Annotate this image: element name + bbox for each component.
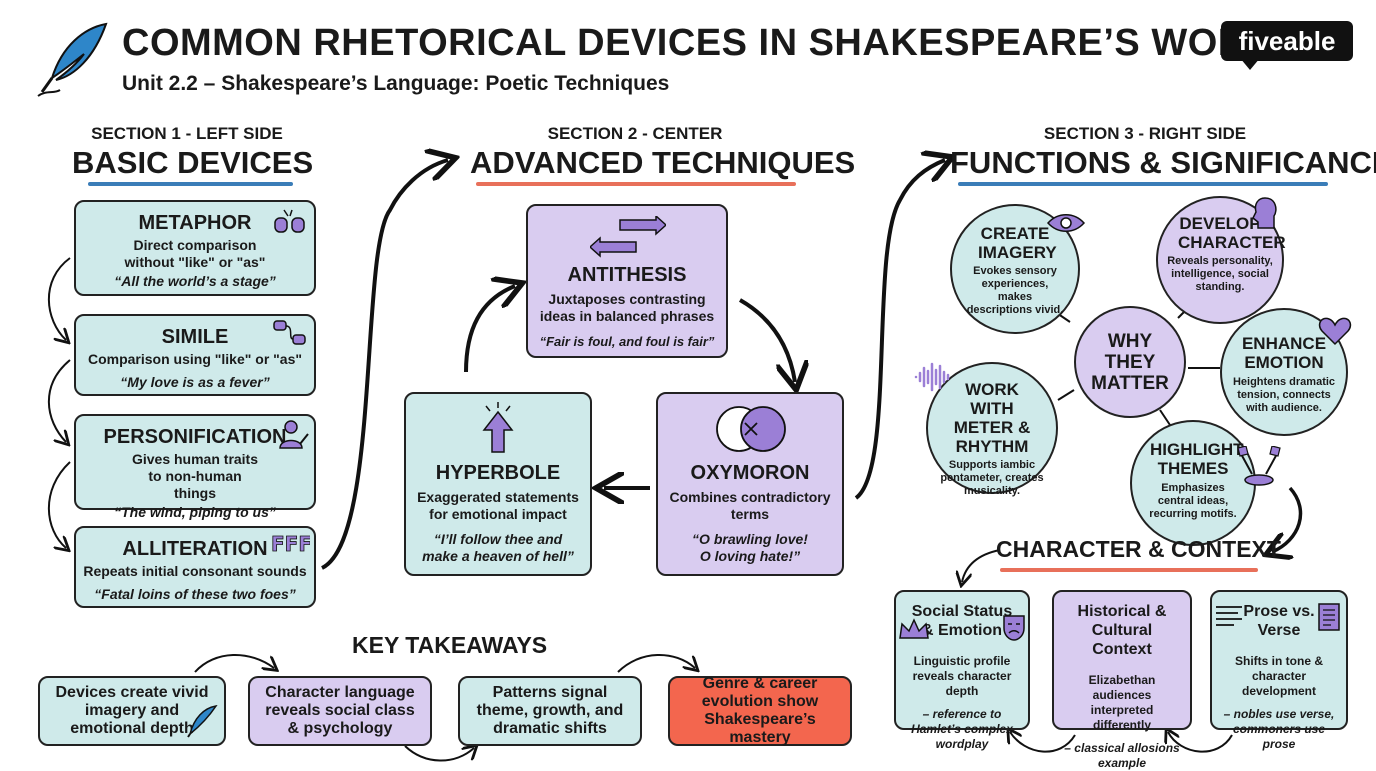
person-pen-icon (279, 420, 309, 449)
device-desc: Direct comparison without "like" or "as" (124, 237, 266, 270)
technique-quote: “Fair is foul, and foul is fair” (539, 334, 715, 349)
context-desc: Linguistic profile reveals character dep… (912, 654, 1012, 698)
takeaway-text: Character language reveals social class … (265, 684, 415, 737)
device-quote: “My love is as a fever” (120, 374, 270, 390)
technique-desc: Juxtaposes contrasting ideas in balanced… (539, 291, 715, 324)
function-name: ENHANCE EMOTION (1241, 334, 1327, 372)
page-subtitle: Unit 2.2 – Shakespeare’s Language: Poeti… (122, 72, 670, 95)
device-desc: Repeats initial consonant sounds (83, 563, 307, 579)
context-card-social-status: Social Status & Emotion Linguistic profi… (894, 590, 1030, 751)
function-highlight-themes: HIGHLIGHT THEMES Emphasizes central idea… (1130, 420, 1256, 546)
takeaway-text: Genre & career evolution show Shakespear… (701, 675, 819, 746)
takeaway-card-3: Patterns signal theme, growth, and drama… (458, 676, 642, 746)
technique-name: OXYMORON (690, 462, 810, 484)
takeaway-text: Devices create vivid imagery and emotion… (55, 684, 209, 737)
boxing-gloves-icon (274, 209, 305, 233)
fff-letters-icon: FFF (271, 532, 310, 556)
quill-icon (37, 22, 108, 97)
device-quote: “The wind, piping to us” (114, 504, 276, 520)
context-card-historical: Historical & Cultural Context Elizabetha… (1052, 590, 1192, 770)
function-enhance-emotion: ENHANCE EMOTION Heightens dramatic tensi… (1220, 308, 1348, 436)
technique-quote-line2: make a heaven of hell” (422, 548, 574, 564)
technique-quote-line1: “O brawling love! (692, 531, 808, 547)
context-underline (1000, 568, 1258, 572)
function-desc: Emphasizes central ideas, recurring moti… (1149, 482, 1237, 520)
section2-heading: ADVANCED TECHNIQUES (470, 145, 856, 180)
up-arrow-icon (482, 402, 514, 453)
feather-icon (187, 704, 218, 738)
page-title: COMMON RHETORICAL DEVICES IN SHAKESPEARE… (122, 22, 1300, 64)
function-desc: Reveals personality, intelligence, socia… (1167, 255, 1273, 293)
context-title: Prose vs. Verse (1243, 603, 1315, 639)
device-name: PERSONIFICATION (103, 426, 287, 448)
function-desc: Heightens dramatic tension, connects wit… (1232, 376, 1336, 414)
context-quote: – classical allosions example (1064, 741, 1180, 770)
function-name: HIGHLIGHT THEMES (1150, 440, 1244, 478)
device-desc: Gives human traits to non-human things (131, 451, 259, 501)
swap-arrows-icon (590, 216, 666, 258)
section1-heading: BASIC DEVICES (72, 145, 314, 180)
device-quote: “Fatal loins of these two foes” (94, 586, 296, 602)
hub-label: WHY THEY MATTER (1091, 330, 1169, 394)
takeaways-heading: KEY TAKEAWAYS (352, 632, 548, 658)
device-card-alliteration: ALLITERATION Repeats initial consonant s… (74, 526, 316, 608)
device-name: METAPHOR (138, 212, 252, 234)
device-name: ALLITERATION (122, 538, 268, 560)
theater-mask-icon (1003, 615, 1025, 641)
takeaway-card-2: Character language reveals social class … (248, 676, 432, 746)
function-develop-character: DEVELOP CHARACTER Reveals personality, i… (1156, 196, 1286, 324)
section3-heading: FUNCTIONS & SIGNIFICANCE (950, 145, 1376, 180)
context-desc: Shifts in tone & character development (1235, 654, 1323, 698)
technique-card-oxymoron: OXYMORON Combines contradictory terms “O… (656, 392, 844, 576)
context-desc: Elizabethan audiences interpreted differ… (1088, 673, 1156, 732)
section2-underline (476, 182, 796, 186)
function-meter-rhythm: WORK WITH METER & RHYTHM Supports iambic… (926, 362, 1058, 497)
context-heading: CHARACTER & CONTEXT (996, 536, 1281, 562)
sound-wave-icon (914, 362, 950, 392)
device-quote: “All the world’s a stage” (114, 273, 276, 289)
technique-quote-line2: O loving hate!” (699, 548, 801, 564)
section1-label: SECTION 1 - LEFT SIDE (91, 124, 283, 143)
takeaway-card-4: Genre & career evolution show Shakespear… (668, 675, 852, 746)
overlap-circles-icon (716, 406, 786, 452)
device-card-personification: PERSONIFICATION Gives human traits to no… (74, 414, 316, 520)
technique-quote-line1: “I’ll follow thee and (433, 531, 563, 547)
technique-desc: Exaggerated statements for emotional imp… (417, 489, 579, 522)
fiveable-logo: fiveable (1221, 21, 1353, 61)
device-name: SIMILE (161, 326, 229, 348)
svg-text:FFF: FFF (271, 532, 310, 556)
takeaway-text: Patterns signal theme, growth, and drama… (476, 684, 624, 737)
context-title: Historical & Cultural Context (1077, 603, 1167, 658)
section3-label: SECTION 3 - RIGHT SIDE (1043, 124, 1247, 143)
eye-icon (1046, 214, 1086, 232)
section2-label: SECTION 2 - CENTER (547, 124, 723, 143)
technique-desc: Combines contradictory terms (669, 489, 831, 522)
technique-card-antithesis: ANTITHESIS Juxtaposes contrasting ideas … (526, 204, 728, 358)
technique-name: ANTITHESIS (567, 264, 687, 286)
context-quote: – nobles use verse, commoners use prose (1223, 707, 1335, 751)
heart-icon (1318, 317, 1352, 346)
function-desc: Evokes sensory experiences, makes descri… (966, 265, 1064, 316)
section1-underline (88, 182, 293, 186)
logo-tail (1240, 58, 1260, 70)
head-icon (1252, 197, 1277, 229)
function-name: CREATE IMAGERY (978, 224, 1057, 262)
context-quote: – reference to Hamlet’s complex wordplay (911, 707, 1013, 751)
text-lines-icon (1216, 606, 1242, 626)
crown-icon (899, 618, 929, 639)
document-icon (1318, 603, 1340, 631)
link-nodes-icon (273, 320, 306, 345)
section3-underline (958, 182, 1328, 186)
takeaway-card-1: Devices create vivid imagery and emotion… (38, 676, 226, 746)
function-desc: Supports iambic pentameter, creates musi… (940, 459, 1044, 497)
device-desc: Comparison using "like" or "as" (87, 351, 303, 367)
function-name: WORK WITH METER & RHYTHM (953, 380, 1031, 456)
device-card-metaphor: METAPHOR Direct comparison without "like… (74, 200, 316, 296)
spotlight-icon (1237, 446, 1281, 486)
context-title: Social Status & Emotion (911, 603, 1013, 639)
function-name: DEVELOP CHARACTER (1178, 214, 1286, 252)
why-they-matter-hub: WHY THEY MATTER (1074, 306, 1186, 418)
technique-name: HYPERBOLE (435, 462, 561, 484)
